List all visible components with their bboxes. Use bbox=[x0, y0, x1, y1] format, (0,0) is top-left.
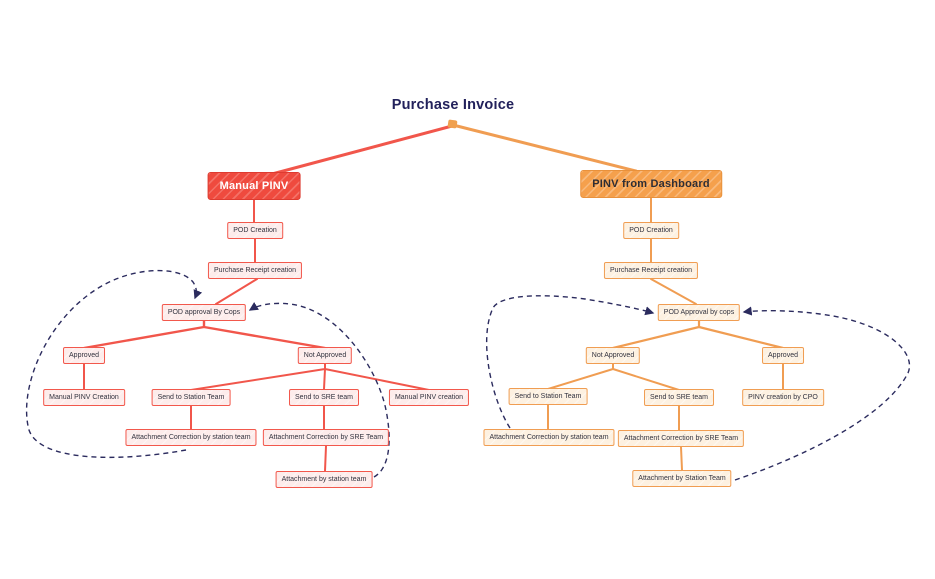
node-right-send-sre[interactable]: Send to SRE team bbox=[644, 389, 714, 407]
node-right-pod-creation[interactable]: POD Creation bbox=[623, 222, 679, 240]
root-anchor-node[interactable] bbox=[447, 119, 458, 129]
node-right-pod-approval[interactable]: POD Approval by cops bbox=[657, 304, 741, 322]
node-left-purchase-receipt[interactable]: Purchase Receipt creation bbox=[207, 262, 303, 280]
node-left-pod-approval[interactable]: POD approval By Cops bbox=[161, 304, 247, 322]
node-left-send-sre[interactable]: Send to SRE team bbox=[289, 389, 359, 407]
node-left-pod-creation[interactable]: POD Creation bbox=[227, 222, 283, 240]
feedback-loops bbox=[25, 269, 911, 481]
loop-right-attachment-to-approval bbox=[734, 306, 911, 481]
node-left-send-station[interactable]: Send to Station Team bbox=[151, 389, 231, 407]
node-right-approved[interactable]: Approved bbox=[762, 347, 804, 365]
loop-left-attachment-to-approval bbox=[248, 302, 390, 478]
node-right-not-approved[interactable]: Not Approved bbox=[585, 347, 641, 365]
node-right-attachment-correction-station[interactable]: Attachment Correction by station team bbox=[483, 429, 615, 447]
node-right-pinv-creation-cpo[interactable]: PINV creation by CPO bbox=[742, 389, 824, 407]
edges-right-orange bbox=[455, 124, 785, 471]
diagram-title[interactable]: Purchase Invoice bbox=[391, 97, 515, 113]
node-right-header[interactable]: PINV from Dashboard bbox=[580, 170, 722, 199]
node-left-attachment-correction-station[interactable]: Attachment Correction by station team bbox=[125, 429, 257, 447]
loop-left-station-to-approval bbox=[25, 269, 203, 459]
edges-left-red bbox=[82, 124, 454, 472]
node-right-send-station[interactable]: Send to Station Team bbox=[508, 388, 588, 406]
node-left-manual-pinv-creation-alt[interactable]: Manual PINV creation bbox=[388, 389, 470, 407]
node-left-attachment-correction-sre[interactable]: Attachment Correction by SRE Team bbox=[262, 429, 390, 447]
node-left-manual-pinv-creation[interactable]: Manual PINV Creation bbox=[43, 389, 125, 407]
node-left-attachment-by-station[interactable]: Attachment by station team bbox=[275, 471, 373, 489]
node-left-approved[interactable]: Approved bbox=[63, 347, 105, 365]
loop-right-station-to-approval bbox=[486, 295, 655, 429]
node-right-purchase-receipt[interactable]: Purchase Receipt creation bbox=[603, 262, 699, 280]
node-left-header[interactable]: Manual PINV bbox=[207, 172, 301, 201]
node-left-not-approved[interactable]: Not Approved bbox=[297, 347, 353, 365]
node-right-attachment-correction-sre[interactable]: Attachment Correction by SRE Team bbox=[617, 430, 745, 448]
node-right-attachment-by-station[interactable]: Attachment by Station Team bbox=[632, 470, 732, 488]
